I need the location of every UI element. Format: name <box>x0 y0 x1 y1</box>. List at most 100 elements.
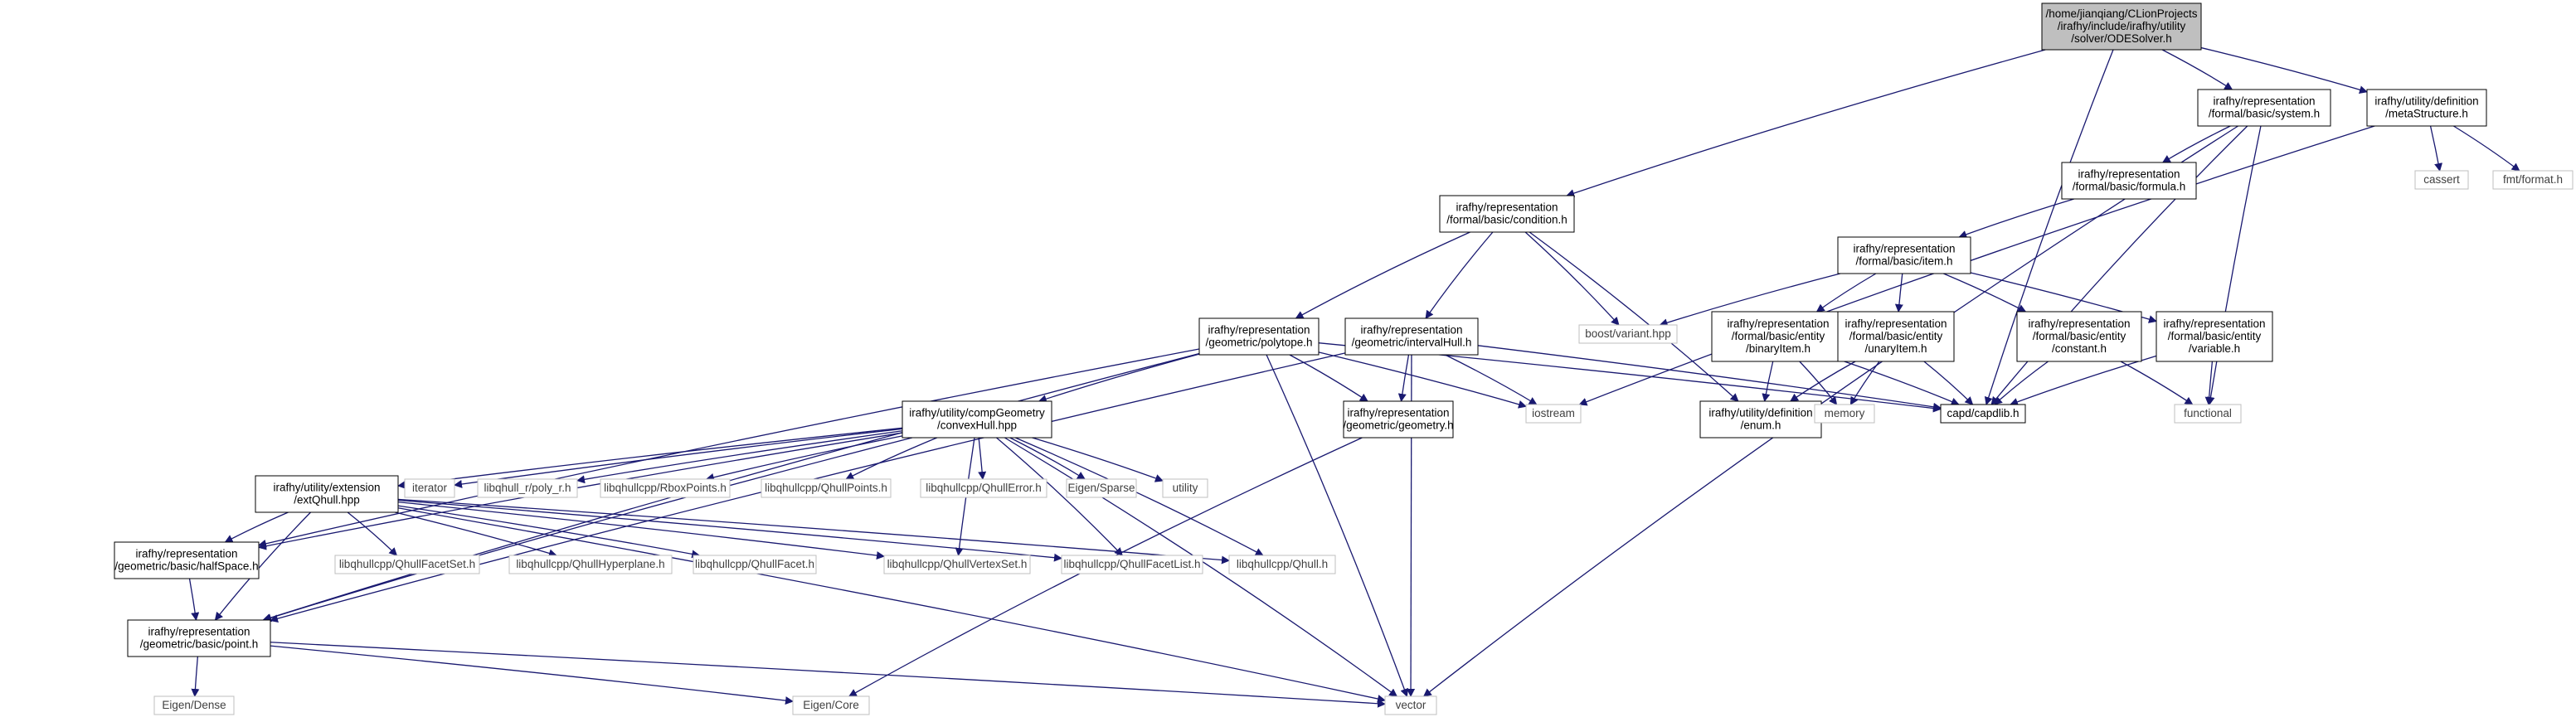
node-label-fmtformat-0: fmt/format.h <box>2503 173 2563 186</box>
edge-polytope-to-geometry <box>1289 354 1368 402</box>
node-point[interactable]: irafhy/representation/geometric/basic/po… <box>127 619 271 657</box>
node-box-point <box>127 619 271 657</box>
node-box-geometry <box>1343 400 1454 439</box>
node-variable[interactable]: irafhy/representation/formal/basic/entit… <box>2156 311 2273 362</box>
node-box-intervalHull <box>1344 317 1479 356</box>
node-system[interactable]: irafhy/representation/formal/basic/syste… <box>2197 89 2331 127</box>
node-box-system <box>2197 89 2331 127</box>
node-label-QhullError-0: libqhullcpp/QhullError.h <box>926 482 1042 494</box>
node-label-unaryItem-1: /formal/basic/entity <box>1849 330 1943 342</box>
node-box-polytope <box>1198 317 1320 356</box>
node-binaryItem[interactable]: irafhy/representation/formal/basic/entit… <box>1711 311 1845 362</box>
node-label-QhullFacetSet-0: libqhullcpp/QhullFacetSet.h <box>339 558 475 570</box>
node-box-QhullVertexSet <box>883 555 1031 574</box>
node-box-iostream <box>1525 404 1582 424</box>
node-label-extQhull-1: /extQhull.hpp <box>294 493 360 506</box>
node-polytope[interactable]: irafhy/representation/geometric/polytope… <box>1198 317 1320 356</box>
node-box-RboxPoints <box>600 478 731 498</box>
edge-condition-to-enum <box>1529 231 1739 402</box>
node-box-EigenDense <box>153 695 235 715</box>
edge-point-to-vector <box>270 642 1386 708</box>
node-intervalHull[interactable]: irafhy/representation/geometric/interval… <box>1344 317 1479 356</box>
node-QhullFacetSet: libqhullcpp/QhullFacetSet.h <box>334 555 480 574</box>
node-label-halfSpace-1: /geometric/basic/halfSpace.h <box>114 560 258 572</box>
node-label-constant-0: irafhy/representation <box>2028 317 2130 330</box>
node-label-enum-0: irafhy/utility/definition <box>1708 406 1812 419</box>
node-QhullVertexSet: libqhullcpp/QhullVertexSet.h <box>883 555 1031 574</box>
node-box-extQhull <box>255 475 399 513</box>
node-box-EigenSparse <box>1066 478 1137 498</box>
node-boostvariant: boost/variant.hpp <box>1578 324 1678 344</box>
edge-convexHull-to-QhullError <box>978 437 987 480</box>
node-extQhull[interactable]: irafhy/utility/extension/extQhull.hpp <box>255 475 399 513</box>
node-QhullFacet: libqhullcpp/QhullFacet.h <box>693 555 817 574</box>
node-label-QhullFacet-0: libqhullcpp/QhullFacet.h <box>695 558 814 570</box>
dependency-nodes: /home/jianqiang/CLionProjects/irafhy/inc… <box>114 2 2574 715</box>
edge-constant-to-capdlib <box>1993 361 2049 405</box>
node-constant[interactable]: irafhy/representation/formal/basic/entit… <box>2016 311 2142 362</box>
node-label-constant-2: /constant.h <box>2052 342 2107 355</box>
edge-extQhull-to-Qhull <box>397 498 1230 565</box>
edge-intervalHull-to-iostream <box>1445 354 1538 405</box>
edge-metaStructure-to-fmtformat <box>2453 125 2520 172</box>
node-label-iterator-0: iterator <box>412 482 448 494</box>
edge-convexHull-to-iterator <box>454 428 903 488</box>
node-convexHull[interactable]: irafhy/utility/compGeometry/convexHull.h… <box>902 400 1052 439</box>
node-label-convexHull-1: /convexHull.hpp <box>937 419 1017 431</box>
edge-root-to-metaStructure <box>2200 46 2368 94</box>
edge-variable-to-capdlib <box>2010 355 2157 406</box>
node-label-iostream-0: iostream <box>1532 407 1575 419</box>
node-box-iterator <box>404 478 455 498</box>
node-QhullFacetList: libqhullcpp/QhullFacetList.h <box>1061 555 1203 574</box>
node-label-root-1: /irafhy/include/irafhy/utility <box>2058 20 2186 32</box>
edge-intervalHull-to-geometry <box>1397 354 1410 402</box>
node-label-variable-1: /formal/basic/entity <box>2168 330 2262 342</box>
node-geometry[interactable]: irafhy/representation/geometric/geometry… <box>1343 400 1454 439</box>
node-enum[interactable]: irafhy/utility/definition/enum.h <box>1699 400 1822 439</box>
node-RboxPoints: libqhullcpp/RboxPoints.h <box>600 478 731 498</box>
node-iterator: iterator <box>404 478 455 498</box>
node-item[interactable]: irafhy/representation/formal/basic/item.… <box>1837 236 1971 274</box>
edge-metaStructure-to-iostream <box>1578 125 2375 406</box>
node-libqhull_poly: libqhull_r/poly_r.h <box>477 478 578 498</box>
node-box-unaryItem <box>1837 311 1955 362</box>
node-QhullPoints: libqhullcpp/QhullPoints.h <box>761 478 892 498</box>
node-label-variable-2: /variable.h <box>2189 342 2240 355</box>
node-halfSpace[interactable]: irafhy/representation/geometric/basic/ha… <box>114 541 260 579</box>
node-QhullHyperplane: libqhullcpp/QhullHyperplane.h <box>508 555 673 574</box>
node-label-intervalHull-0: irafhy/representation <box>1360 323 1462 336</box>
edge-halfSpace-to-point <box>188 578 200 621</box>
node-label-root-0: /home/jianqiang/CLionProjects <box>2045 7 2197 20</box>
node-label-binaryItem-0: irafhy/representation <box>1727 317 1829 330</box>
node-metaStructure[interactable]: irafhy/utility/definition/metaStructure.… <box>2366 89 2487 127</box>
node-box-functional <box>2174 404 2242 424</box>
node-EigenSparse: Eigen/Sparse <box>1066 478 1137 498</box>
node-formula[interactable]: irafhy/representation/formal/basic/formu… <box>2061 162 2197 200</box>
node-box-binaryItem <box>1711 311 1845 362</box>
node-label-condition-0: irafhy/representation <box>1456 201 1558 213</box>
node-label-root-2: /solver/ODESolver.h <box>2071 32 2172 45</box>
edge-convexHull-to-RboxPoints <box>705 435 903 482</box>
edge-extQhull-to-QhullFacetList <box>397 499 1062 562</box>
edge-convexHull-to-utility <box>1032 437 1164 482</box>
node-fmtformat: fmt/format.h <box>2492 170 2574 190</box>
node-box-vector <box>1384 695 1437 715</box>
node-label-memory-0: memory <box>1825 407 1865 419</box>
edge-variable-to-functional <box>2204 361 2214 405</box>
edge-extQhull-to-QhullFacetSet <box>347 511 398 556</box>
node-box-root <box>2041 2 2202 51</box>
node-capdlib[interactable]: capd/capdlib.h <box>1940 404 2026 424</box>
node-label-EigenCore-0: Eigen/Core <box>803 699 859 711</box>
node-root[interactable]: /home/jianqiang/CLionProjects/irafhy/inc… <box>2041 2 2202 51</box>
node-label-enum-1: /enum.h <box>1741 419 1781 431</box>
node-unaryItem[interactable]: irafhy/representation/formal/basic/entit… <box>1837 311 1955 362</box>
edge-item-to-unaryItem <box>1894 273 1903 313</box>
node-QhullError: libqhullcpp/QhullError.h <box>920 478 1047 498</box>
node-label-libqhull_poly-0: libqhull_r/poly_r.h <box>484 482 571 494</box>
node-utility: utility <box>1162 478 1208 498</box>
node-Qhull: libqhullcpp/Qhull.h <box>1228 555 1336 574</box>
edge-unaryItem-to-enum <box>1790 361 1856 402</box>
node-label-polytope-1: /geometric/polytope.h <box>1205 336 1312 348</box>
node-condition[interactable]: irafhy/representation/formal/basic/condi… <box>1439 195 1575 233</box>
node-label-geometry-1: /geometric/geometry.h <box>1343 419 1453 431</box>
